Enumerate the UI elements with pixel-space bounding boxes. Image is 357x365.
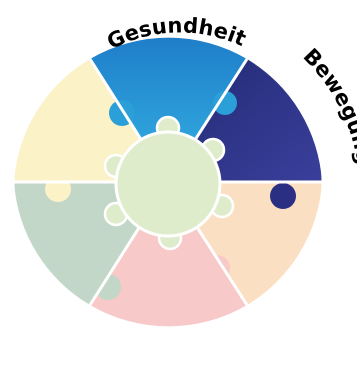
- tab-move-peach: [270, 183, 296, 209]
- tab-sage-pink: [95, 274, 121, 300]
- tab-cream-sage: [45, 176, 71, 202]
- puzzle-tabs: [45, 91, 296, 300]
- tab-pink-peach: [204, 255, 230, 281]
- center-piece: [103, 115, 235, 251]
- tab-health-move: [213, 91, 237, 115]
- segment-pink: [90, 182, 247, 327]
- segment-gesundheit: [90, 37, 247, 182]
